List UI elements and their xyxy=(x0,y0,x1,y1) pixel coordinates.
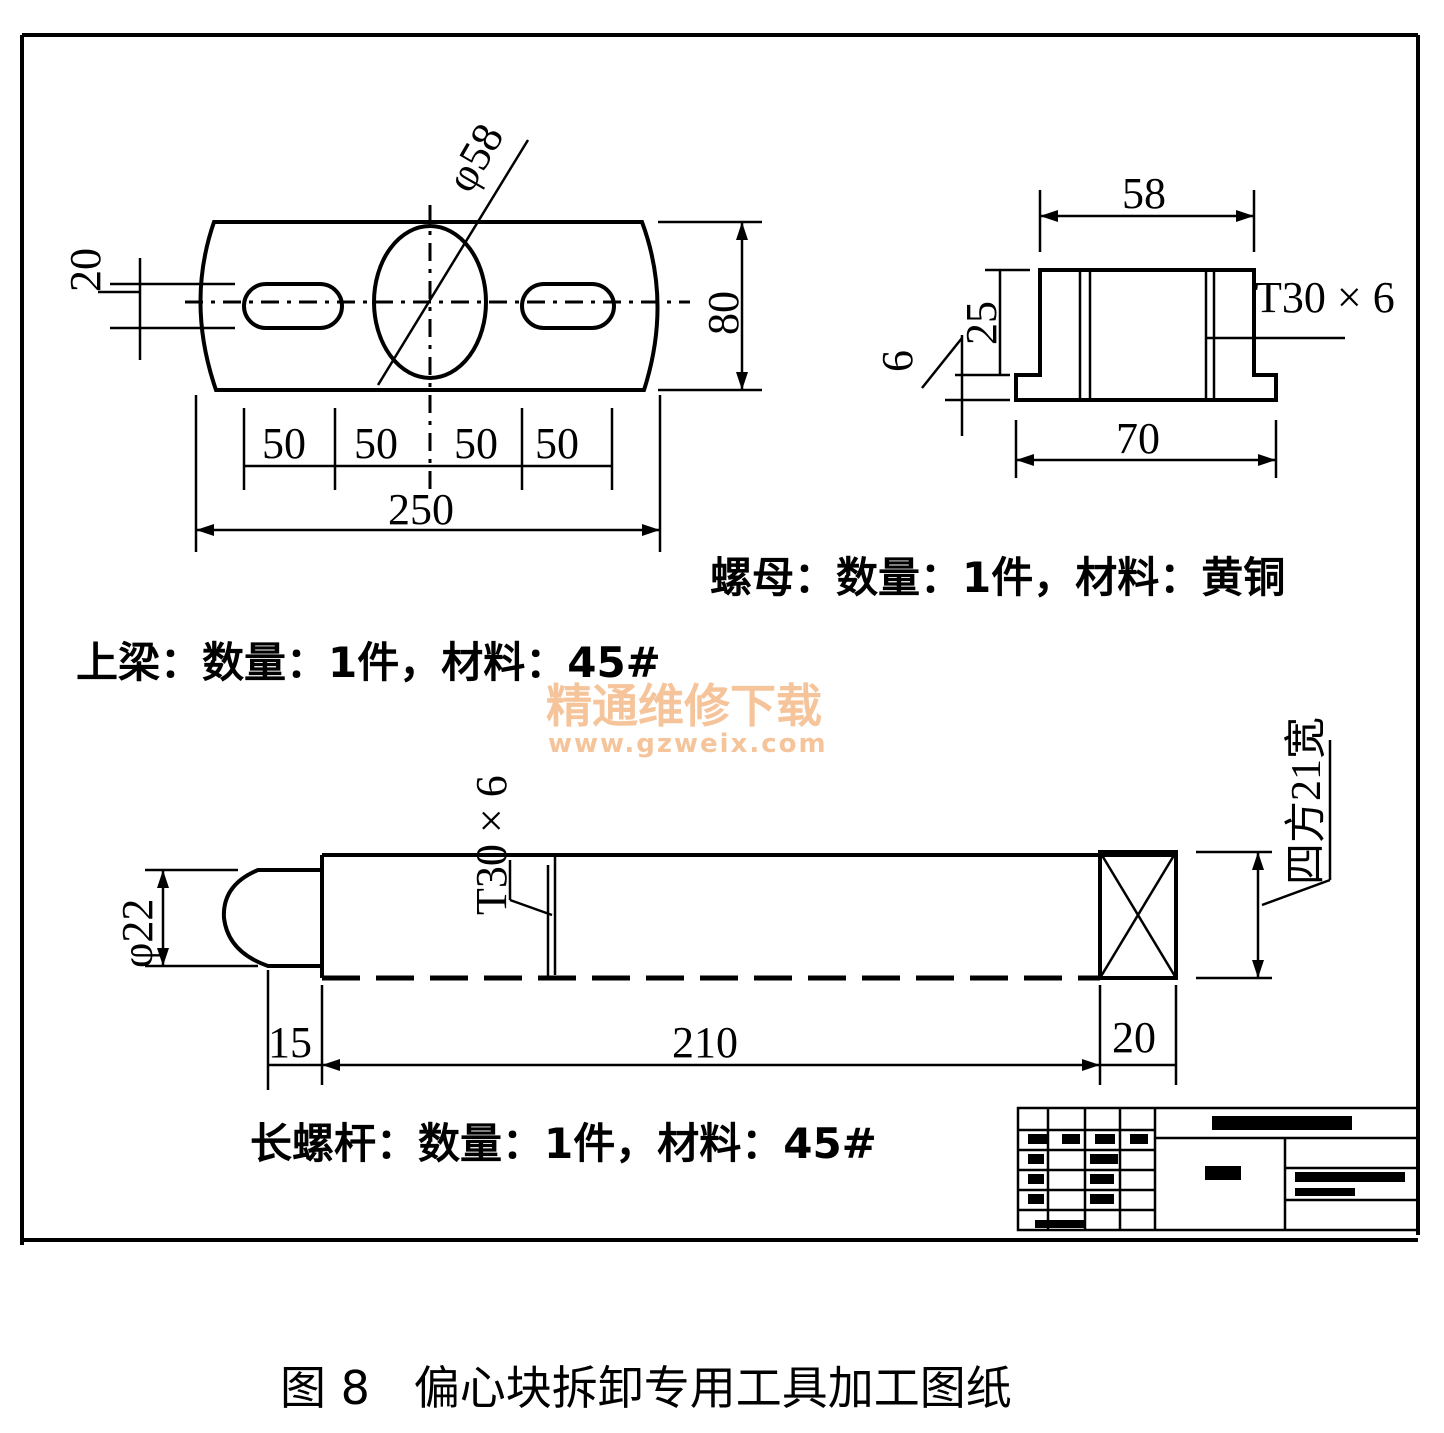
dim-head-diameter: φ22 xyxy=(113,899,162,968)
dim-pitch-2: 50 xyxy=(354,419,398,468)
long-screw-note: 长螺杆：数量：1件，材料：45# xyxy=(250,1119,877,1168)
dim-beam-height: 80 xyxy=(699,291,748,335)
dim-nut-thread: T30 × 6 xyxy=(1255,273,1395,322)
dim-head-length: 15 xyxy=(268,1018,312,1067)
long-screw-view: T30 × 6 φ22 四方21宽 15 210 20 xyxy=(113,717,1332,1090)
dim-screw-thread: T30 × 6 xyxy=(467,775,516,915)
dim-square-width: 四方21宽 xyxy=(1283,717,1330,885)
title-block xyxy=(1016,1106,1420,1232)
upper-beam-view: 20 80 φ58 50 50 50 50 250 xyxy=(61,115,762,552)
upper-beam-outline xyxy=(198,220,660,392)
dim-slot-width: 20 xyxy=(61,248,110,292)
screw-head xyxy=(221,868,322,968)
right-slot xyxy=(520,282,616,330)
dim-beam-length: 250 xyxy=(388,485,454,534)
left-slot xyxy=(242,282,344,330)
dim-nut-top-width: 58 xyxy=(1122,169,1166,218)
nut-note: 螺母：数量：1件，材料：黄铜 xyxy=(710,553,1285,602)
upper-beam-note: 上梁：数量：1件，材料：45# xyxy=(76,638,661,687)
watermark-url: www.gzweix.com xyxy=(548,729,828,759)
dim-body-length: 210 xyxy=(672,1018,738,1067)
figure-caption: 图 8 偏心块拆卸专用工具加工图纸 xyxy=(280,1361,1012,1415)
drawing-frame xyxy=(20,33,1420,1245)
nut-view: 58 T30 × 6 25 6 70 xyxy=(873,169,1395,478)
dim-square-length: 20 xyxy=(1112,1013,1156,1062)
dim-pitch-3: 50 xyxy=(454,419,498,468)
square-end xyxy=(1098,850,1178,980)
dim-pitch-1: 50 xyxy=(262,419,306,468)
dim-hole-diameter: φ58 xyxy=(436,115,513,200)
nut-outline xyxy=(1014,268,1278,402)
watermark-title: 精通维修下载 xyxy=(546,679,822,733)
dim-nut-flange: 6 xyxy=(873,350,922,372)
center-hole xyxy=(372,224,488,380)
dim-nut-boss-height: 25 xyxy=(957,301,1006,345)
dim-pitch-4: 50 xyxy=(535,419,579,468)
dim-nut-base-width: 70 xyxy=(1116,414,1160,463)
